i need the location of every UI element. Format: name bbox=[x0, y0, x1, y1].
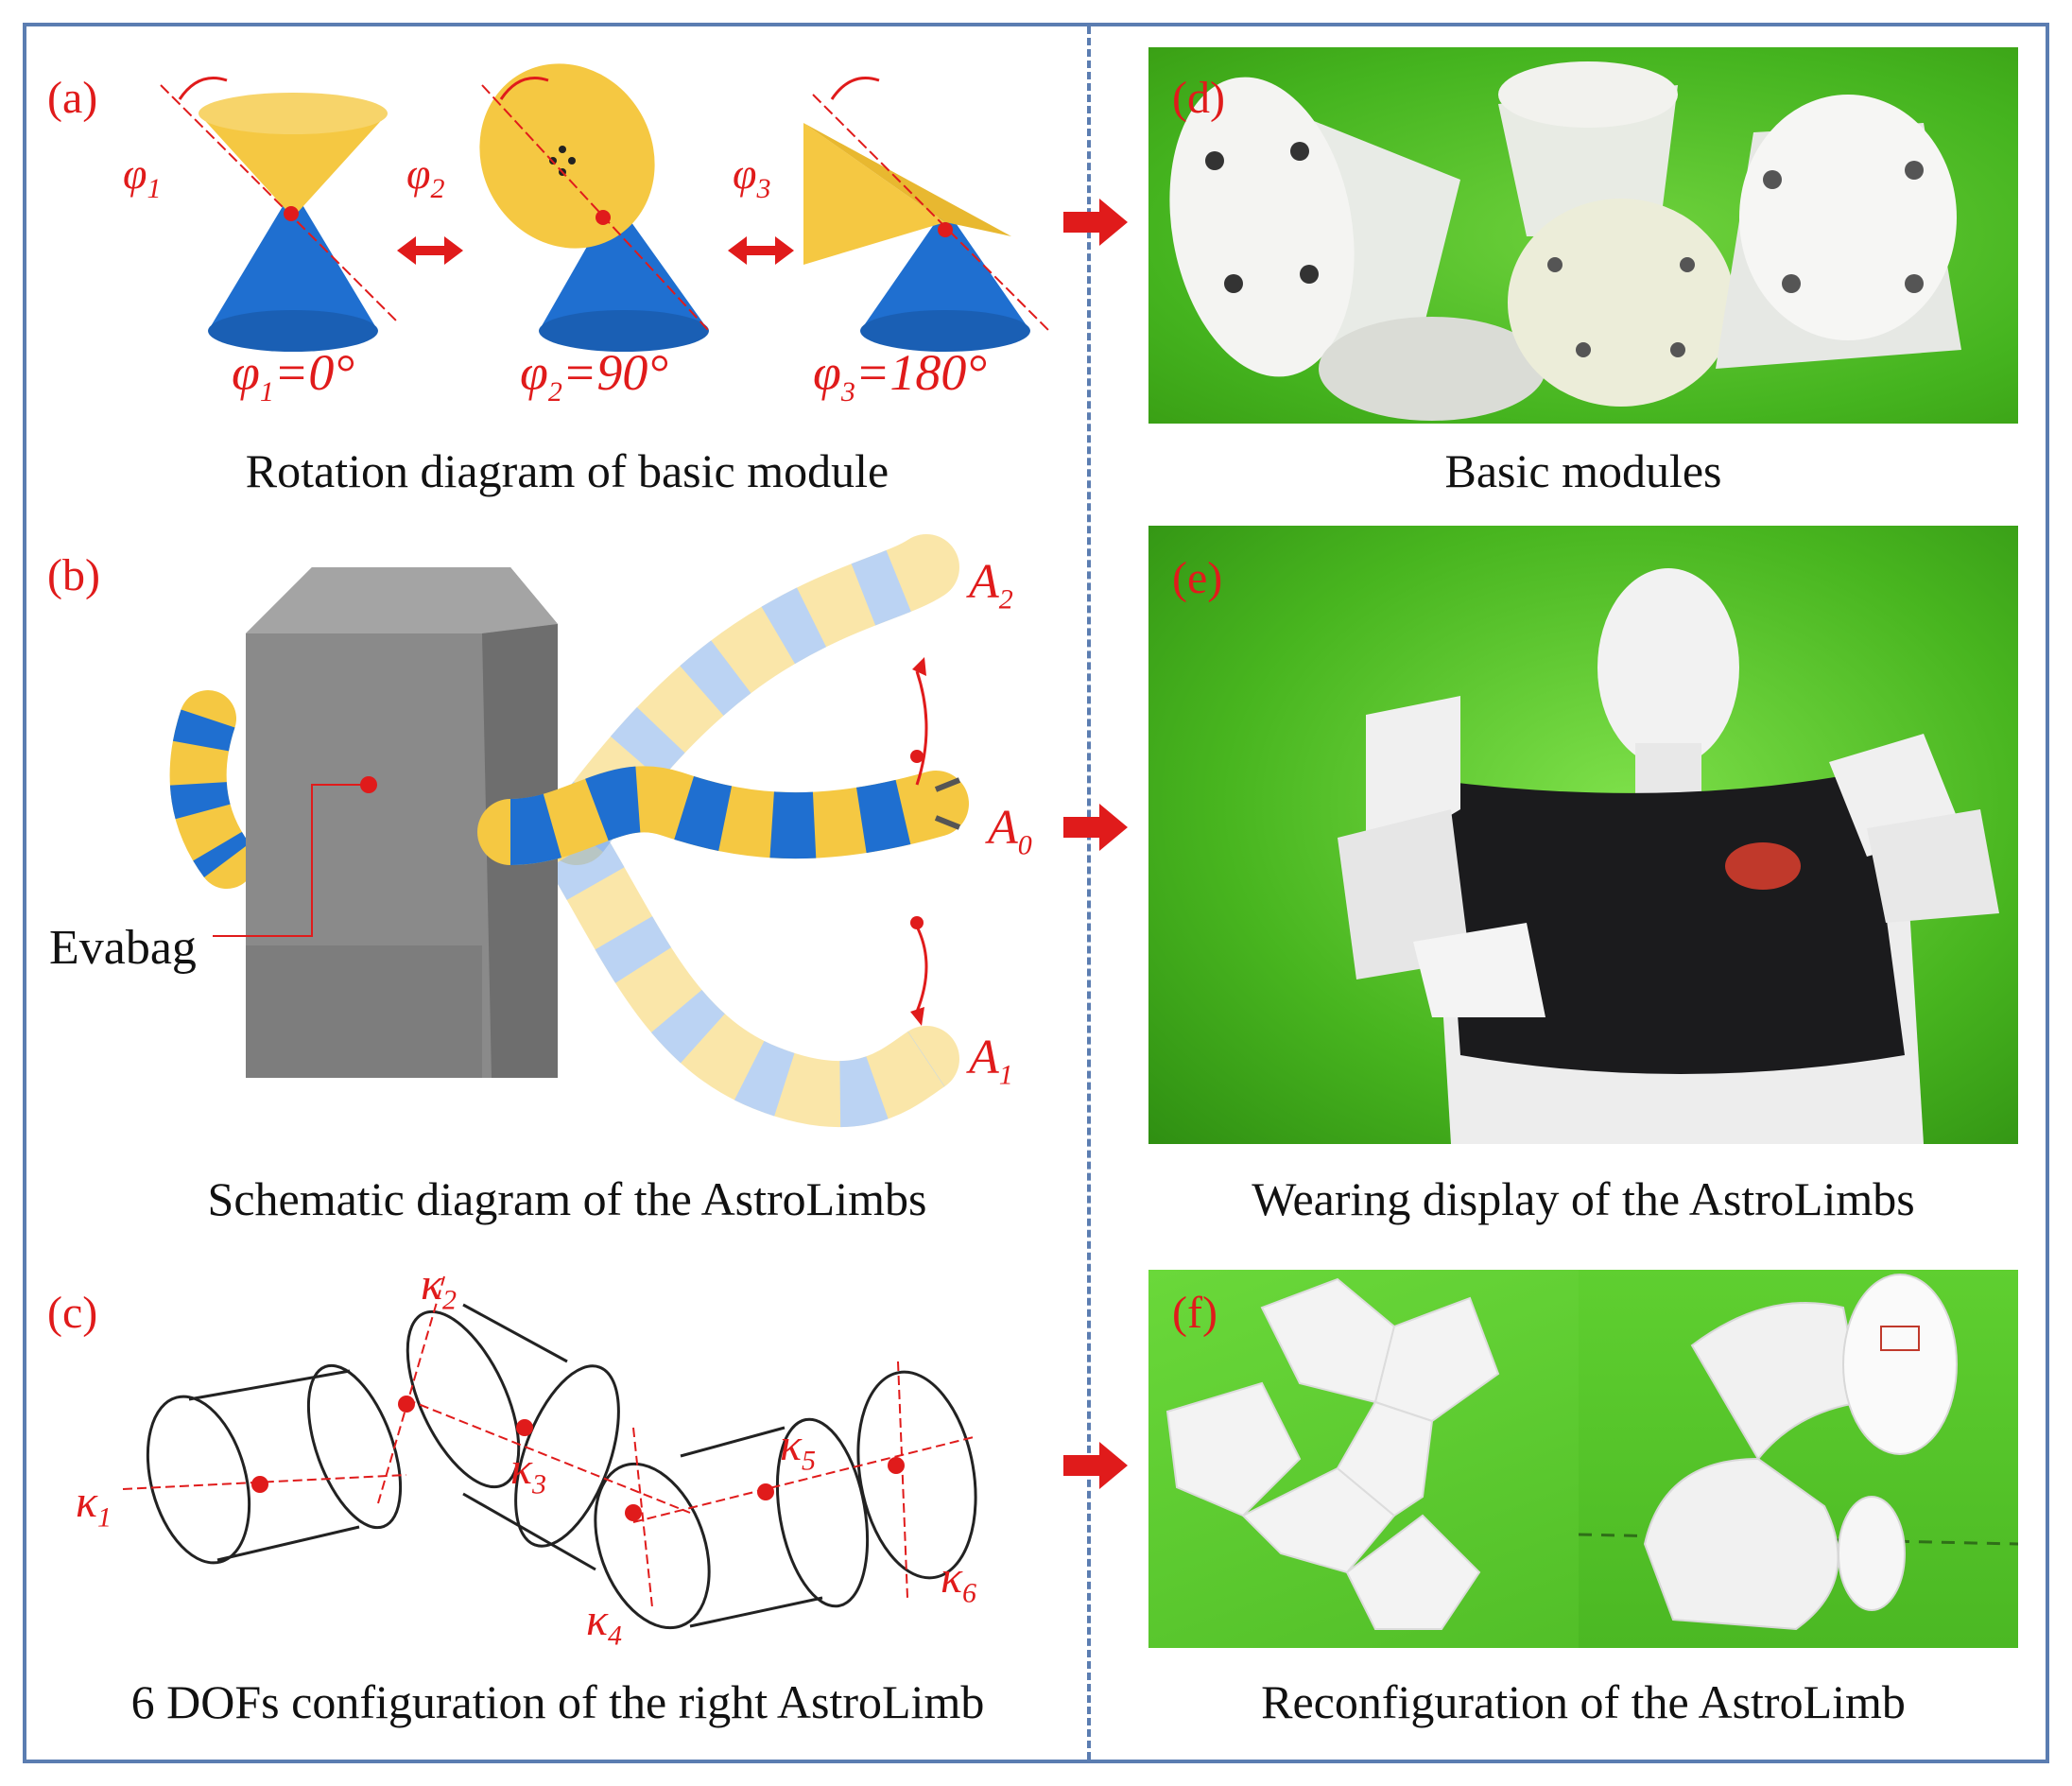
phi3-label: φ3 bbox=[733, 149, 771, 205]
panel-c-label: (c) bbox=[47, 1288, 98, 1338]
arm-position-a1 bbox=[544, 818, 959, 1128]
panel-b-label: (b) bbox=[47, 550, 100, 600]
kappa2-label: κ2 bbox=[421, 1259, 458, 1316]
column-divider bbox=[1087, 26, 1091, 1760]
a1-label: A1 bbox=[969, 1031, 1013, 1091]
arrow-c-to-f bbox=[1063, 1442, 1128, 1489]
phi2-label: φ2 bbox=[406, 149, 445, 205]
left-astrolimb bbox=[1338, 696, 1545, 1017]
module-middle bbox=[1498, 61, 1735, 407]
evabag-label: Evabag bbox=[49, 921, 197, 975]
right-astrolimb bbox=[1725, 734, 1999, 923]
panel-d-label: (d) bbox=[1172, 73, 1225, 123]
wearing-display-photo bbox=[1148, 526, 2018, 1144]
panel-e-label: (e) bbox=[1172, 553, 1223, 603]
caption-a: Rotation diagram of basic module bbox=[245, 444, 889, 497]
kappa4-label: κ4 bbox=[586, 1595, 623, 1652]
figure-frame bbox=[23, 23, 2049, 1763]
module-phi1 bbox=[160, 77, 398, 352]
a2-label: A2 bbox=[969, 555, 1013, 616]
kappa3-label: κ3 bbox=[510, 1444, 547, 1500]
vest bbox=[1442, 772, 1905, 1074]
reconfiguration-photo-left bbox=[1148, 1270, 1579, 1648]
module-right bbox=[1716, 95, 1961, 369]
arrow-b-to-e bbox=[1063, 804, 1128, 851]
basic-modules-photo bbox=[1148, 47, 2018, 424]
evabag-body bbox=[246, 567, 558, 1078]
astrolimbs-schematic bbox=[169, 534, 969, 1128]
left-arm bbox=[169, 690, 255, 889]
module-phi2 bbox=[479, 63, 710, 352]
caption-e: Wearing display of the AstroLimbs bbox=[1252, 1172, 1915, 1225]
reconfiguration-photo-right bbox=[1579, 1270, 2018, 1648]
caption-d: Basic modules bbox=[1444, 444, 1722, 497]
caption-f: Reconfiguration of the AstroLimb bbox=[1261, 1675, 1906, 1728]
a0-label: A0 bbox=[988, 801, 1032, 861]
arm-position-a0 bbox=[477, 766, 969, 865]
double-arrow-2 bbox=[728, 236, 794, 265]
phi3-equation: φ3=180° bbox=[813, 344, 987, 407]
kappa5-label: κ5 bbox=[780, 1420, 817, 1477]
arrow-a-to-d bbox=[1063, 199, 1128, 246]
phi1-equation: φ1=0° bbox=[232, 344, 354, 407]
phi1-label: φ1 bbox=[123, 149, 162, 205]
module-phi3 bbox=[803, 77, 1050, 352]
panel-f-label: (f) bbox=[1172, 1288, 1217, 1338]
rotation-diagram bbox=[160, 63, 1050, 352]
panel-a-label: (a) bbox=[47, 73, 98, 123]
module-left bbox=[1169, 77, 1545, 421]
kappa1-label: κ1 bbox=[76, 1477, 112, 1534]
caption-c: 6 DOFs configuration of the right AstroL… bbox=[130, 1675, 985, 1728]
double-arrow-1 bbox=[397, 236, 463, 265]
caption-b: Schematic diagram of the AstroLimbs bbox=[207, 1172, 927, 1225]
dof-configuration bbox=[122, 1275, 977, 1630]
phi2-equation: φ2=90° bbox=[520, 344, 668, 407]
kappa6-label: κ6 bbox=[941, 1552, 977, 1609]
